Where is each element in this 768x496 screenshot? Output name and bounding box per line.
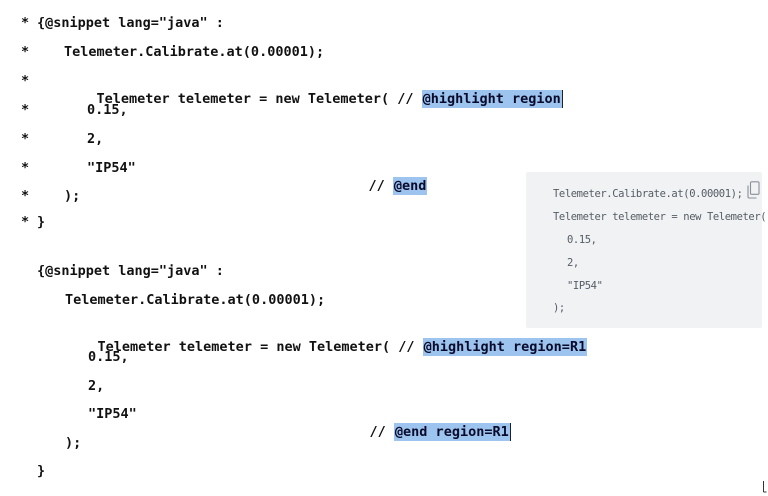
preview-line: 0.15, bbox=[567, 234, 597, 246]
preview-line: 2, bbox=[567, 257, 579, 269]
code-text: Telemeter telemeter = new Telemeter( // bbox=[97, 339, 415, 355]
code-line-arg2: 2, bbox=[87, 131, 104, 147]
code-line-arg2: 2, bbox=[88, 378, 105, 394]
snippet-close-line: } bbox=[37, 463, 46, 479]
preview-line: "IP54" bbox=[567, 280, 603, 292]
code-line-calibrate: Telemeter.Calibrate.at(0.00001); bbox=[65, 292, 326, 308]
end-region-r1-tag: @end region=R1 bbox=[393, 423, 511, 441]
code-line-arg3: "IP54" bbox=[88, 406, 137, 422]
preview-line: Telemeter telemeter = new Telemeter( bbox=[553, 211, 767, 223]
rendered-snippet-preview: Telemeter.Calibrate.at(0.00001); Telemet… bbox=[526, 172, 767, 328]
highlight-region-tag: @highlight region bbox=[421, 90, 563, 108]
comment-star: * bbox=[21, 73, 30, 89]
code-line-close-paren: ); bbox=[65, 435, 82, 451]
comment-star: * bbox=[21, 131, 30, 147]
snippet-open-line: {@snippet lang="java" : bbox=[37, 15, 224, 31]
snippet-open-line: {@snippet lang="java" : bbox=[37, 263, 224, 279]
code-line-telemeter: Telemeter telemeter = new Telemeter( // … bbox=[65, 320, 588, 356]
preview-line: Telemeter.Calibrate.at(0.00001); bbox=[553, 188, 743, 200]
comment-star: * bbox=[21, 44, 30, 60]
comment-star: * bbox=[21, 160, 30, 176]
code-line-close-paren: ); bbox=[64, 188, 81, 204]
code-line-telemeter: Telemeter telemeter = new Telemeter( // … bbox=[64, 72, 563, 108]
code-line-arg3: "IP54" bbox=[87, 160, 136, 176]
comment-slashes: // bbox=[369, 424, 386, 440]
preview-line: ); bbox=[553, 302, 565, 314]
code-line-arg1: 0.15, bbox=[88, 349, 129, 365]
end-tag: @end bbox=[392, 177, 428, 195]
snippet-close-line: } bbox=[37, 214, 46, 230]
highlight-region-r1-tag: @highlight region=R1 bbox=[422, 338, 588, 356]
code-text: Telemeter telemeter = new Telemeter( // bbox=[96, 91, 414, 107]
code-line-end-comment: // @end bbox=[336, 159, 428, 195]
comment-star: * bbox=[21, 188, 30, 204]
comment-star: * bbox=[21, 15, 30, 31]
code-line-end-comment: // @end region=R1 bbox=[337, 405, 511, 441]
code-line-arg1: 0.15, bbox=[87, 102, 128, 118]
text-cursor-icon bbox=[763, 481, 767, 493]
comment-star: * bbox=[21, 102, 30, 118]
comment-slashes: // bbox=[368, 178, 385, 194]
comment-star: * bbox=[21, 214, 30, 230]
code-line-calibrate: Telemeter.Calibrate.at(0.00001); bbox=[64, 44, 325, 60]
copy-icon[interactable] bbox=[747, 181, 760, 199]
